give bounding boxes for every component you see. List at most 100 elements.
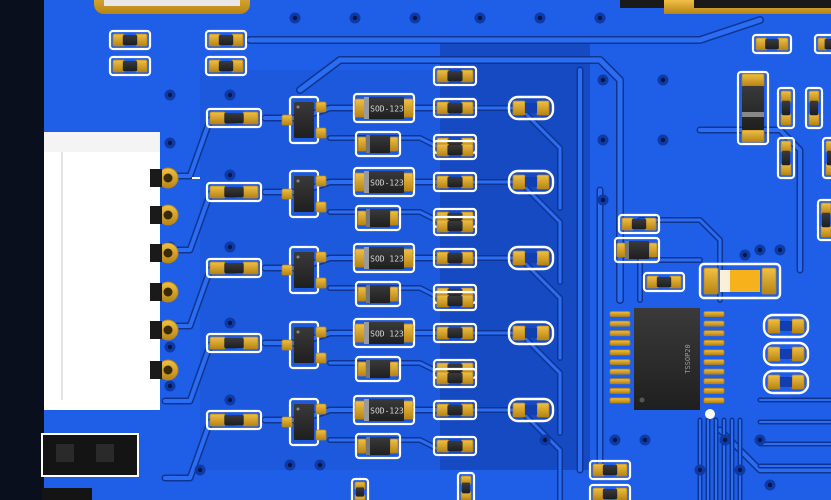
d-ic-pad-right — [648, 242, 658, 258]
c-output-5-pad-left — [512, 402, 526, 418]
connector-pin-2 — [150, 206, 162, 224]
d-sma-pad-bottom — [741, 129, 765, 143]
q-transistor-1-pad-3 — [281, 114, 293, 126]
r-right-v5-silk — [816, 198, 831, 242]
r-right-v2-pad-top — [808, 90, 820, 103]
r-col-b-1-silk — [432, 97, 478, 119]
d-small-2-body — [366, 209, 390, 227]
connector-pin-5 — [150, 321, 162, 339]
connector-lip — [44, 132, 160, 152]
r-right-v5-pad-top — [820, 202, 831, 215]
ic-pin-right-8 — [703, 378, 725, 385]
q-transistor-1-pin1-dot — [296, 105, 300, 109]
d-sod123-3-pad-left — [354, 248, 366, 268]
d-small-5-band — [366, 437, 370, 455]
via-hole-26 — [642, 437, 648, 443]
r-top-right-1-silk — [751, 33, 793, 55]
r-ic-2-body — [656, 277, 672, 287]
r-col-a-5-body — [447, 373, 463, 383]
r-input-5-pad-right — [242, 413, 259, 427]
via-hole-33 — [197, 467, 203, 473]
led-pad-right — [761, 267, 777, 295]
d-sod123-4-body — [364, 322, 404, 344]
r-bottom-ic-2-pad-right — [615, 487, 628, 500]
c-output-1-gap — [525, 103, 537, 113]
d-sod123-1-silk — [352, 92, 416, 124]
q-transistor-5-body — [294, 404, 314, 440]
via-hole-5 — [537, 15, 543, 21]
r-right-v5-body — [822, 212, 830, 228]
trace-top-rail — [247, 17, 763, 43]
d-small-5-body — [366, 437, 390, 455]
via-hole-1 — [292, 15, 298, 21]
c-right-1-gap — [780, 321, 792, 331]
d-small-4-silk — [354, 355, 402, 383]
r-input-2-body — [224, 187, 244, 197]
r-col-a-3-body — [447, 221, 463, 231]
connector-bottom-pin-2 — [96, 444, 114, 462]
r-input-1-pad-right — [242, 111, 259, 125]
r-right-v2-pad-bottom — [808, 113, 820, 126]
trace-out-row-3 — [453, 256, 562, 360]
via-hole-12 — [227, 92, 233, 98]
r-col-a-5-pad-right — [460, 371, 474, 385]
r-input-3-silk — [205, 257, 263, 279]
r-input-5-pad-left — [209, 413, 226, 427]
via-hole-25 — [612, 437, 618, 443]
d-sod123-5-body — [364, 399, 404, 421]
r-bottom-ic-1-pad-left — [592, 463, 605, 477]
d-small-2-pad-left — [357, 210, 367, 226]
q-transistor-5-pad-2 — [315, 429, 327, 441]
r-ic-1-silk — [617, 213, 661, 235]
r-input-4-pad-right — [242, 336, 259, 350]
r-col-b-1-pad-left — [436, 101, 450, 115]
via-hole-22 — [742, 252, 748, 258]
via-hole-3 — [412, 15, 418, 21]
top-part-body — [104, 0, 240, 6]
connector-pin-hole-3 — [163, 248, 173, 258]
r-col-b-5-pad-right — [460, 403, 474, 417]
d-sod123-4-label: SOD 123 — [370, 330, 404, 339]
via-hole-13 — [227, 172, 233, 178]
c-output-2-silk — [507, 169, 555, 195]
d-sod123-5-silk — [352, 394, 416, 426]
r-right-v2-silk — [804, 86, 824, 130]
c-right-2-silk — [762, 341, 810, 367]
via-hole-35 — [767, 482, 773, 488]
ic-pin-right-9 — [703, 387, 725, 394]
c-output-4-pad-left — [512, 325, 526, 341]
r-ic-2-pad-left — [646, 275, 659, 289]
r-ic-2-pad-right — [669, 275, 682, 289]
r-col-b-3-pad-right — [460, 251, 474, 265]
r-top-right-1-pad-right — [776, 37, 789, 51]
r-right-v1-silk — [776, 86, 796, 130]
connector-pin-6 — [150, 361, 162, 379]
connector-pin-4 — [150, 283, 162, 301]
d-small-3-body — [366, 285, 390, 303]
d-sma-band — [742, 112, 764, 117]
r-col-a-4-silk — [432, 290, 478, 312]
c-right-2-pad-left — [767, 346, 781, 362]
d-sod123-1-pad-left — [354, 98, 366, 118]
ic-silk-dot — [705, 409, 715, 419]
q-transistor-2-body — [294, 176, 314, 212]
r-ic-1-body — [631, 219, 647, 229]
connector-pin-3 — [150, 244, 162, 262]
r-col-a-2-pad-left — [436, 143, 450, 157]
ic-pin-right-5 — [703, 349, 725, 356]
d-small-4-body — [366, 360, 390, 378]
q-transistor-3-pin1-dot — [296, 255, 300, 259]
d-small-2-pad-right — [389, 210, 399, 226]
r-input-3-pad-left — [209, 261, 226, 275]
r-col-a-5-silk — [432, 367, 478, 389]
led-pad-left — [703, 267, 719, 295]
via-hole-4 — [477, 15, 483, 21]
connector-pin-hole-2 — [163, 210, 173, 220]
d-sod123-5-label: SOD-123 — [370, 407, 404, 416]
r-col-b-3-pad-left — [436, 251, 450, 265]
ic-pin-left-5 — [609, 349, 631, 356]
r-top-left-2-pad-right — [135, 59, 148, 73]
r-top-left-3-pad-right — [231, 33, 244, 47]
r-col-a-2-silk — [432, 139, 478, 161]
via-hole-11 — [600, 197, 606, 203]
